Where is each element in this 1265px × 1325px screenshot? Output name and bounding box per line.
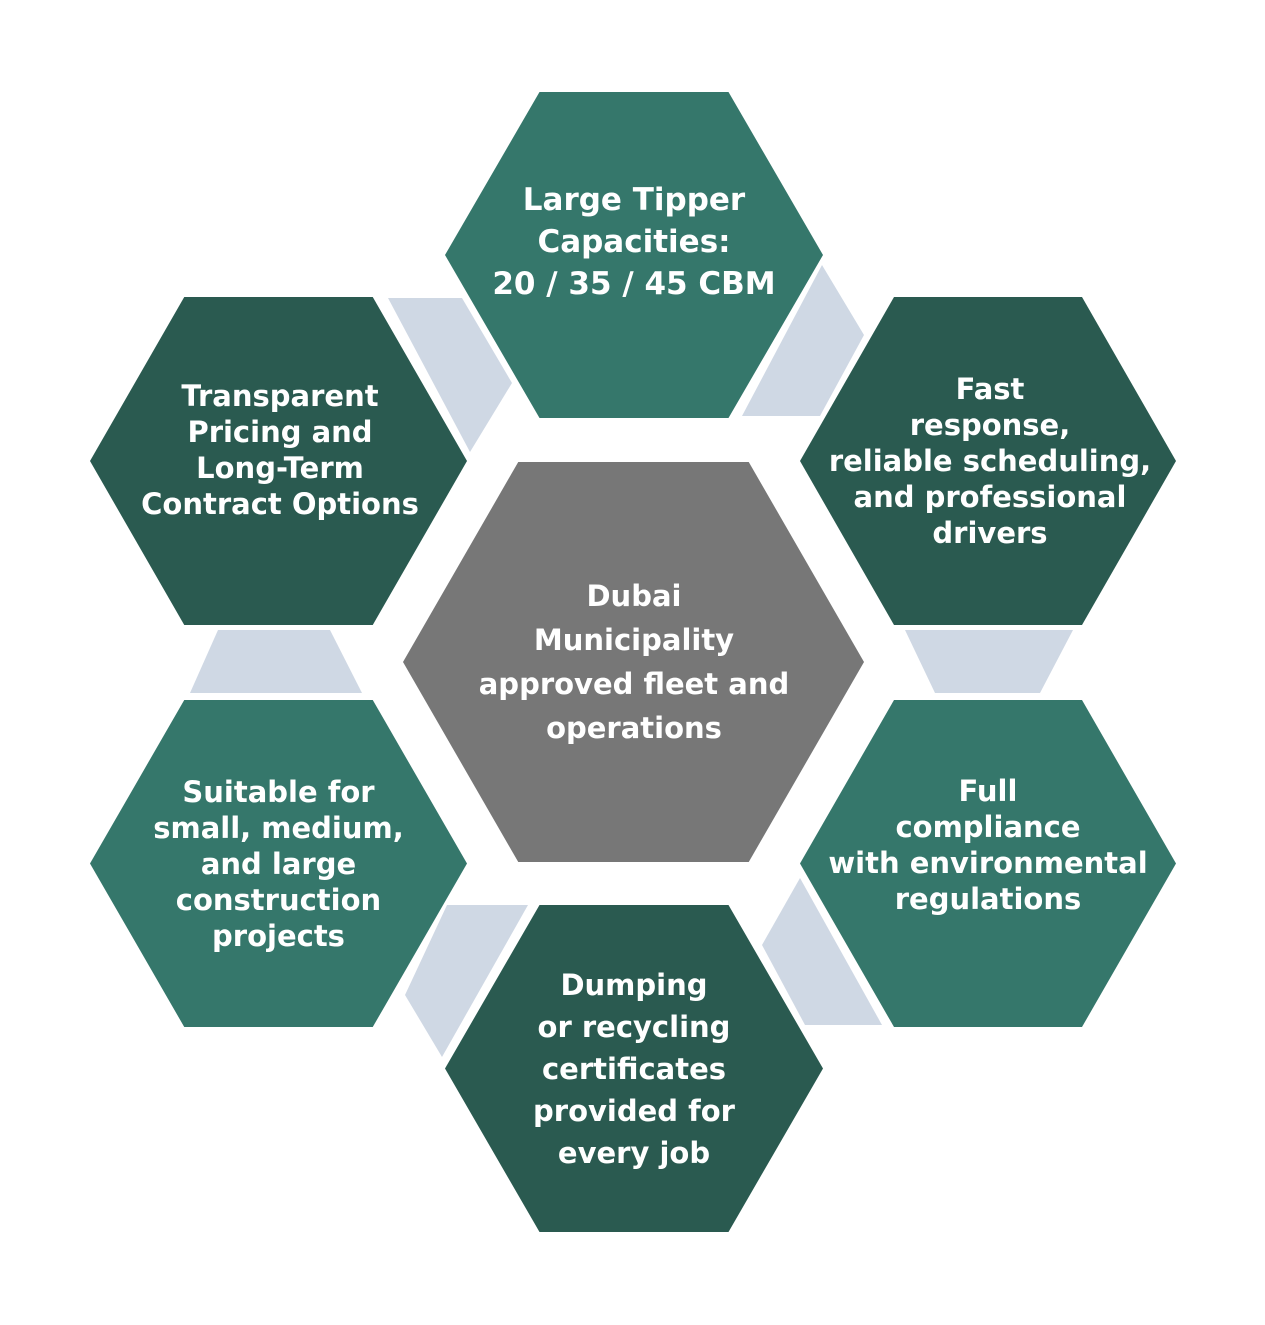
connector-3: [762, 878, 882, 1025]
hexagon-center: [403, 462, 864, 862]
hexagon-bottom-right: [800, 700, 1176, 1027]
hex-label-bottom-right: Full compliance with environmental regul…: [828, 774, 1148, 916]
hexagon-bottom-left: [90, 700, 467, 1027]
hex-label-bottom: Dumping or recycling certificates provid…: [533, 967, 735, 1170]
connector-2: [905, 630, 1073, 693]
hex-label-top-right: Fast response, reliable scheduling, and …: [828, 372, 1152, 550]
hexagon-bottom: [445, 905, 823, 1232]
connector-1: [742, 265, 864, 416]
hex-label-bottom-left: Suitable for small, medium, and large co…: [153, 774, 404, 953]
hexagon-top: [445, 92, 823, 418]
connector-5: [190, 630, 362, 693]
connector-4: [405, 905, 528, 1057]
hexagon-top-right: [800, 297, 1176, 625]
hex-label-top-left: Transparent Pricing and Long-Term Contra…: [141, 378, 419, 521]
hexagon-top-left: [90, 297, 467, 625]
connector-0: [388, 298, 512, 452]
center-label: Dubai Municipality approved fleet and op…: [478, 579, 790, 745]
hex-label-top: Large Tipper Capacities: 20 / 35 / 45 CB…: [492, 182, 776, 302]
